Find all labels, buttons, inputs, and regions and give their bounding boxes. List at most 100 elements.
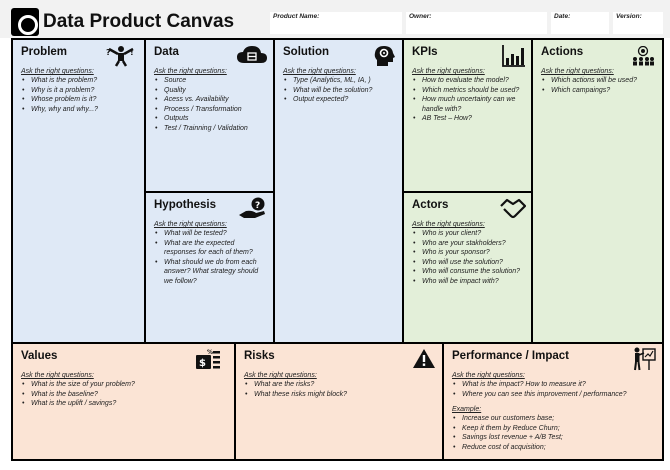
owner-field[interactable]: Owner: — [406, 12, 547, 34]
list-item: Test / Trainning / Validation — [154, 124, 265, 134]
list-item: What is the size of your problem? — [21, 380, 226, 390]
list-item: What will be tested? — [154, 229, 265, 239]
bar-chart-icon — [502, 45, 525, 67]
list-item: Acess vs. Availability — [154, 95, 265, 105]
question-list: What is the size of your problem? What i… — [21, 380, 226, 409]
question-list: How to evaluate the model? Which metrics… — [412, 76, 523, 124]
svg-text:?: ? — [255, 201, 260, 211]
list-item: Process / Transformation — [154, 105, 265, 115]
list-item: Reduce cost of acquisition; — [452, 443, 654, 453]
ask-label: Ask the right questions: — [154, 68, 227, 75]
list-item: Which campaings? — [541, 86, 654, 96]
section-title: Data — [154, 46, 179, 58]
list-item: Which actions will be used? — [541, 76, 654, 86]
list-item: What are the risks? — [244, 380, 434, 390]
list-item: Who will be impact with? — [412, 277, 523, 287]
list-item: Which metrics should be used? — [412, 86, 523, 96]
handshake-icon — [500, 198, 526, 219]
section-solution: Solution Ask the right questions: Type (… — [275, 40, 402, 342]
list-item: Why, why and why...? — [21, 105, 136, 115]
section-title: KPIs — [412, 46, 438, 58]
header: Data Product Canvas Product Name: Owner:… — [0, 0, 670, 38]
question-list: Source Quality Acess vs. Availability Pr… — [154, 76, 265, 134]
section-title: Solution — [283, 46, 329, 58]
list-item: Who will use the solution? — [412, 258, 523, 268]
section-title: Problem — [21, 46, 68, 58]
list-item: What these risks might block? — [244, 390, 434, 400]
ask-label: Ask the right questions: — [412, 221, 485, 228]
list-item: What are the expected responses for each… — [154, 239, 265, 258]
list-item: Type (Analytics, ML, IA, ) — [283, 76, 394, 86]
canvas-grid: Problem Ask the right questions: What is… — [11, 38, 664, 461]
list-item: Keep it them by Reduce Churn; — [452, 424, 654, 434]
section-actors: Actors Ask the right questions: Who is y… — [404, 193, 531, 342]
section-title: Actions — [541, 46, 584, 58]
section-risks: Risks Ask the right questions: What are … — [236, 344, 442, 459]
question-list: Type (Analytics, ML, IA, ) What will be … — [283, 76, 394, 105]
question-list: What will be tested? What are the expect… — [154, 229, 265, 287]
list-item: Increase our customers base; — [452, 414, 654, 424]
section-title: Performance / Impact — [452, 350, 569, 362]
page-title: Data Product Canvas — [43, 11, 235, 32]
section-data: Data Ask the right questions: Source Qua… — [146, 40, 273, 191]
list-item: Quality — [154, 86, 265, 96]
question-list: What are the risks? What these risks mig… — [244, 380, 434, 399]
list-item: What will be the solution? — [283, 86, 394, 96]
canvas-logo-icon — [11, 8, 39, 36]
list-item: What is the baseline? — [21, 390, 226, 400]
svg-text:!: ! — [130, 48, 134, 57]
hand-question-icon: ? — [239, 197, 265, 218]
list-item: Who will consume the solution? — [412, 267, 523, 277]
ask-label: Ask the right questions: — [21, 68, 94, 75]
ask-label: Ask the right questions: — [283, 68, 356, 75]
list-item: How to evaluate the model? — [412, 76, 523, 86]
section-title: Actors — [412, 199, 449, 211]
list-item: Who are your stakholders? — [412, 239, 523, 249]
list-item: Savings lost revenue + A/B Test; — [452, 433, 654, 443]
section-kpis: KPIs Ask the right questions: How to eva… — [404, 40, 531, 191]
list-item: What is the uplift / savings? — [21, 399, 226, 409]
section-performance-impact: Performance / Impact Ask the right quest… — [444, 344, 662, 459]
ask-label: Ask the right questions: — [452, 372, 525, 379]
list-item: What is the problem? — [21, 76, 136, 86]
date-field[interactable]: Date: — [551, 12, 609, 34]
list-item: Where you can see this improvement / per… — [452, 390, 654, 400]
ask-label: Ask the right questions: — [154, 221, 227, 228]
example-list: Increase our customers base; Keep it the… — [452, 414, 654, 452]
question-list: Who is your client? Who are your stakhol… — [412, 229, 523, 287]
list-item: What should we do from each answer? What… — [154, 258, 265, 287]
list-item: Who is your sponsor? — [412, 248, 523, 258]
svg-text:%: % — [207, 349, 213, 356]
question-list: What is the impact? How to measure it? W… — [452, 380, 654, 399]
list-item: AB Test – How? — [412, 114, 523, 124]
ask-label: Ask the right questions: — [244, 372, 317, 379]
ask-label: Ask the right questions: — [21, 372, 94, 379]
product-name-field[interactable]: Product Name: — [270, 12, 402, 34]
presenter-icon — [634, 347, 656, 371]
section-actions: Actions Ask the right questions: Which a… — [533, 40, 662, 342]
question-list: What is the problem? Why is it a problem… — [21, 76, 136, 114]
section-title: Risks — [244, 350, 275, 362]
section-hypothesis: Hypothesis Ask the right questions: What… — [146, 193, 273, 342]
svg-text:$: $ — [199, 358, 206, 369]
warning-icon — [413, 349, 435, 368]
example-label: Example: — [452, 406, 482, 414]
person-problem-icon: ? ! — [106, 46, 134, 67]
ask-label: Ask the right questions: — [541, 68, 614, 75]
list-item: Output expected? — [283, 95, 394, 105]
list-item: Who is your client? — [412, 229, 523, 239]
question-list: Which actions will be used? Which campai… — [541, 76, 654, 95]
list-item: What is the impact? How to measure it? — [452, 380, 654, 390]
ask-label: Ask the right questions: — [412, 68, 485, 75]
section-values: Values Ask the right questions: What is … — [13, 344, 234, 459]
section-problem: Problem Ask the right questions: What is… — [13, 40, 144, 342]
list-item: Source — [154, 76, 265, 86]
section-title: Hypothesis — [154, 199, 216, 211]
svg-text:?: ? — [106, 48, 111, 57]
head-gear-icon — [374, 46, 395, 66]
version-field[interactable]: Version: — [613, 12, 663, 34]
list-item: Whose problem is it? — [21, 95, 136, 105]
target-team-icon — [633, 46, 654, 66]
section-title: Values — [21, 350, 58, 362]
list-item: How much uncertainty can we handle with? — [412, 95, 523, 114]
